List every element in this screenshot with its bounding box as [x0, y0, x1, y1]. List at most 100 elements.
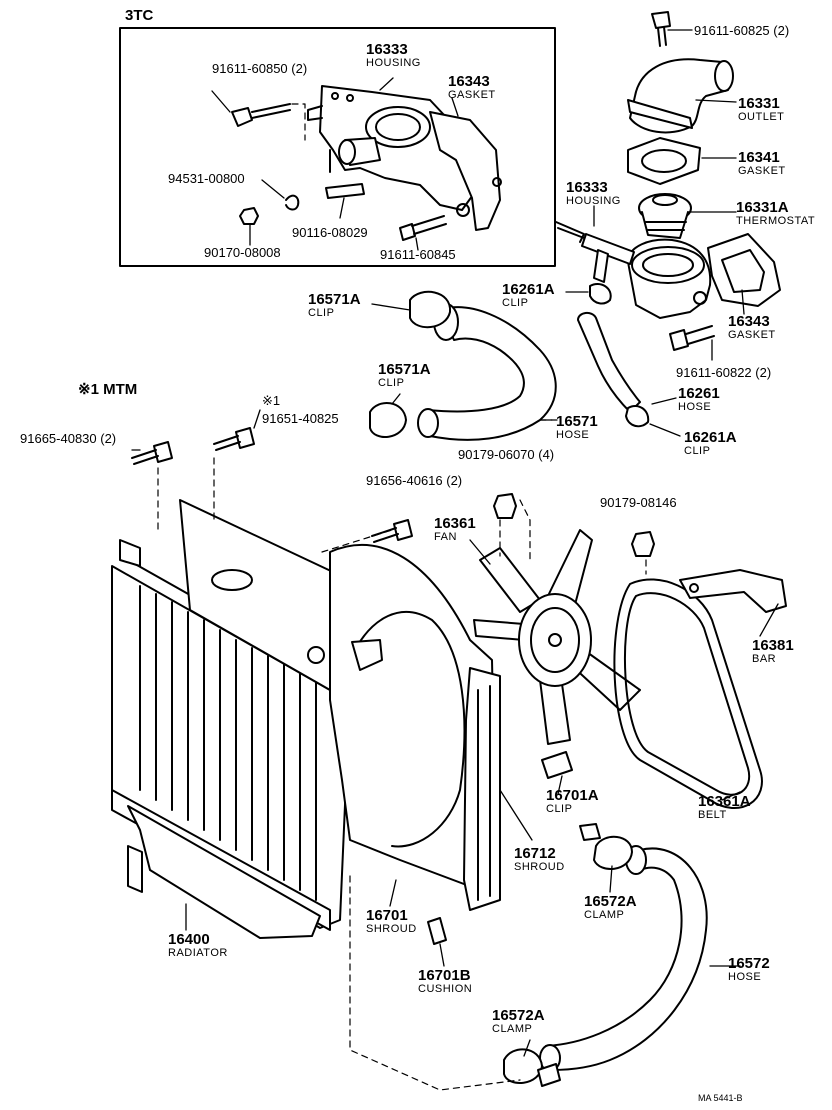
name-16572A-top: CLAMP — [584, 909, 625, 921]
label-94531: 94531-00800 — [168, 171, 245, 186]
bar-16381 — [679, 569, 787, 613]
inset-stud-90116 — [325, 183, 365, 199]
name-16400: RADIATOR — [168, 947, 228, 959]
housing-16333 — [555, 221, 712, 319]
label-16571A-top: 16571A — [308, 291, 361, 308]
name-16571: HOSE — [556, 429, 590, 441]
bolt-60822 — [669, 325, 715, 351]
label-90179-06070: 90179-06070 (4) — [458, 447, 555, 462]
label-16331A: 16331A — [736, 199, 789, 216]
label-16571A-bottom: 16571A — [378, 361, 431, 378]
label-16361A: 16361A — [698, 793, 751, 810]
name-16381: BAR — [752, 653, 777, 665]
clip-16701A — [541, 751, 573, 779]
inset-box-3tc — [119, 27, 556, 267]
inset-nut-90170 — [239, 207, 259, 225]
label-16712: 16712 — [514, 845, 556, 862]
name-16343-right: GASKET — [728, 329, 776, 341]
name-16361: FAN — [434, 531, 457, 543]
label-91611-60845: 91611-60845 — [380, 247, 456, 262]
leader-lines — [131, 29, 779, 1091]
label-91656: 91656-40616 (2) — [366, 473, 463, 488]
name-16701B: CUSHION — [418, 983, 473, 995]
label-91651: 91651-40825 — [262, 411, 339, 426]
radiator-16400 — [111, 499, 351, 939]
name-16261A-top: CLIP — [502, 297, 529, 309]
clip-16571A-top — [409, 291, 452, 328]
label-16343-right: 16343 — [728, 313, 770, 330]
label-16341: 16341 — [738, 149, 780, 166]
label-91611-60825: 91611-60825 (2) — [694, 23, 790, 38]
clip-16261A-bottom — [625, 404, 650, 428]
shroud-16712 — [463, 667, 501, 911]
inset-gasket — [429, 111, 501, 231]
hose-16261 — [577, 312, 641, 413]
name-16343-top: GASKET — [448, 89, 496, 101]
name-16571A-top: CLIP — [308, 307, 335, 319]
label-16261A-bottom: 16261A — [684, 429, 737, 446]
lower-hose-16572 — [539, 845, 708, 1072]
label-91611-60850: 91611-60850 (2) — [212, 61, 308, 76]
label-16333-top: 16333 — [366, 41, 408, 58]
label-16333-right: 16333 — [566, 179, 608, 196]
label-16261: 16261 — [678, 385, 720, 402]
label-90170: 90170-08008 — [204, 245, 281, 260]
nut-90179-06070 — [493, 493, 517, 519]
label-16571: 16571 — [556, 413, 598, 430]
label-90116: 90116-08029 — [292, 225, 368, 240]
fan-16361 — [473, 529, 641, 745]
label-91665: 91665-40830 (2) — [20, 431, 117, 446]
inset-bolt-60845 — [399, 215, 447, 241]
bolt-91665 — [131, 441, 173, 465]
outlet-16331 — [627, 11, 734, 134]
label-16572A-top: 16572A — [584, 893, 637, 910]
name-16341: GASKET — [738, 165, 786, 177]
cushion-16701B — [427, 917, 447, 945]
name-16261A-bottom: CLIP — [684, 445, 711, 457]
label-16261A-top: 16261A — [502, 281, 555, 298]
label-16701: 16701 — [366, 907, 408, 924]
label-16361: 16361 — [434, 515, 476, 532]
name-16712: SHROUD — [514, 861, 565, 873]
label-mark1: ※1 — [262, 393, 281, 408]
figure-code: MA 5441-B — [698, 1093, 743, 1103]
clip-16571A-bottom — [369, 402, 407, 439]
name-16572: HOSE — [728, 971, 762, 983]
clamp-16572A-top — [593, 836, 633, 871]
name-16701A: CLIP — [546, 803, 573, 815]
inset-clip-94531 — [285, 194, 300, 211]
name-16331: OUTLET — [738, 111, 785, 123]
label-16572: 16572 — [728, 955, 770, 972]
gasket-16341 — [627, 137, 701, 185]
name-16572A-bottom: CLAMP — [492, 1023, 533, 1035]
name-16361A: BELT — [698, 809, 727, 821]
inset-bolt-60850 — [231, 103, 306, 141]
inset-title: 3TC — [125, 7, 154, 24]
name-16333-top: HOUSING — [366, 57, 421, 69]
name-16333-right: HOUSING — [566, 195, 621, 207]
name-16331A: THERMOSTAT — [736, 215, 816, 227]
label-16572A-bottom: 16572A — [492, 1007, 545, 1024]
bolt-91651 — [213, 427, 255, 451]
label-16331: 16331 — [738, 95, 780, 112]
name-16701: SHROUD — [366, 923, 417, 935]
mtm-note: ※1 MTM — [78, 381, 138, 398]
clamp-16572A-bottom — [503, 1048, 543, 1085]
thermostat-16331A — [638, 193, 692, 239]
shroud-16701 — [329, 544, 497, 891]
name-16571A-bottom: CLIP — [378, 377, 405, 389]
name-16261: HOSE — [678, 401, 712, 413]
label-16343-top: 16343 — [448, 73, 490, 90]
label-16381: 16381 — [752, 637, 794, 654]
nut-90179-08146 — [631, 531, 655, 557]
label-91611-60822: 91611-60822 (2) — [676, 365, 772, 380]
label-90179-08146: 90179-08146 — [600, 495, 677, 510]
label-16400: 16400 — [168, 931, 210, 948]
clip-16261A-top — [589, 282, 612, 305]
label-16701A: 16701A — [546, 787, 599, 804]
bolt-91656 — [371, 519, 413, 543]
label-16701B: 16701B — [418, 967, 471, 984]
gasket-16343-right — [707, 233, 781, 307]
